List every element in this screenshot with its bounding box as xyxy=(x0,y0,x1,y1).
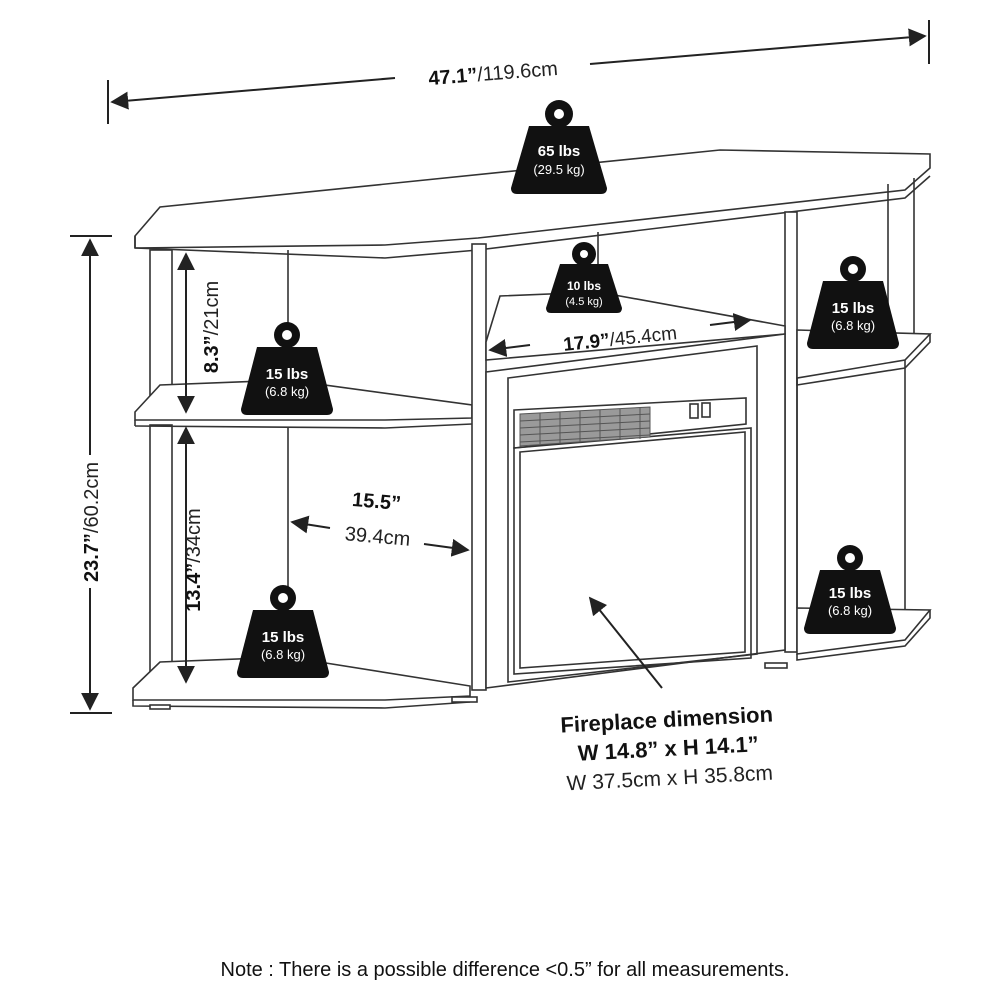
fireplace-label: Fireplace dimension W 14.8” x H 14.1” W … xyxy=(560,701,774,796)
foot-right xyxy=(764,662,788,669)
control-strip xyxy=(513,397,747,449)
width-arrow xyxy=(110,77,396,110)
top-panel xyxy=(134,149,931,249)
svg-text:(6.8 kg): (6.8 kg) xyxy=(828,603,872,618)
dimension-lines xyxy=(70,20,930,714)
fireplace-imperial: W 14.8” x H 14.1” xyxy=(577,731,759,765)
weight-icon-left-lower: 15 lbs (6.8 kg) xyxy=(237,585,329,678)
svg-text:15 lbs: 15 lbs xyxy=(262,629,305,646)
weight-icon-top: 65 lbs (29.5 kg) xyxy=(511,100,607,194)
svg-text:(29.5 kg): (29.5 kg) xyxy=(533,162,584,177)
svg-text:(6.8 kg): (6.8 kg) xyxy=(265,384,309,399)
width-label: 47.1”/119.6cm xyxy=(428,58,559,90)
foot-center xyxy=(451,696,478,703)
svg-text:(6.8 kg): (6.8 kg) xyxy=(261,647,305,662)
control-button-1 xyxy=(689,403,699,419)
fireplace-frame xyxy=(485,333,786,689)
measurement-note: Note : There is a possible difference <0… xyxy=(221,959,790,981)
svg-text:10 lbs: 10 lbs xyxy=(567,279,601,293)
center-left-panel xyxy=(471,243,487,691)
side-depth-imperial: 15.5” xyxy=(351,489,402,515)
brick-pattern xyxy=(519,406,651,447)
fireplace-pointer-arrow xyxy=(588,596,663,689)
weight-icon-left-upper: 15 lbs (6.8 kg) xyxy=(241,322,333,415)
side-depth-arrow xyxy=(290,515,331,534)
dimension-labels: 47.1”/119.6cm 23.7”/60.2cm 8.3”/21cm 13.… xyxy=(81,58,678,612)
side-depth-metric: 39.4cm xyxy=(344,523,411,551)
lower-shelf-label: 13.4”/34cm xyxy=(183,508,205,611)
upper-shelf-label: 8.3”/21cm xyxy=(201,281,223,373)
weight-badges: 65 lbs (29.5 kg) 10 lbs (4.5 kg) 15 lbs … xyxy=(237,100,899,678)
weight-icon-right-upper: 15 lbs (6.8 kg) xyxy=(807,256,899,349)
fireplace-metric: W 37.5cm x H 35.8cm xyxy=(566,762,773,796)
weight-icon-center-shelf: 10 lbs (4.5 kg) xyxy=(546,242,622,313)
center-right-panel xyxy=(784,211,798,653)
svg-text:(6.8 kg): (6.8 kg) xyxy=(831,318,875,333)
svg-text:15 lbs: 15 lbs xyxy=(832,300,875,317)
height-label: 23.7”/60.2cm xyxy=(81,462,103,582)
center-width-label: 17.9”/45.4cm xyxy=(562,323,678,356)
control-button-2 xyxy=(701,402,711,418)
tv-stand-drawing xyxy=(132,149,932,710)
center-width-arrow xyxy=(488,339,531,357)
firebox xyxy=(519,431,746,669)
svg-text:15 lbs: 15 lbs xyxy=(829,585,872,602)
foot-left xyxy=(149,704,171,710)
weight-icon-right-lower: 15 lbs (6.8 kg) xyxy=(804,545,896,634)
svg-text:65 lbs: 65 lbs xyxy=(538,143,581,160)
svg-text:(4.5 kg): (4.5 kg) xyxy=(565,296,602,308)
svg-text:15 lbs: 15 lbs xyxy=(266,366,309,383)
